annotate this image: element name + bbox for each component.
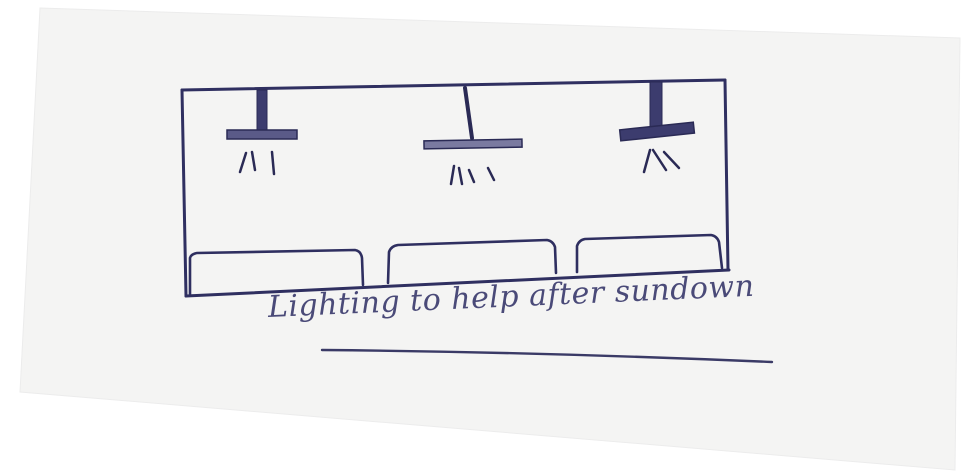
paper-sheet [20,8,960,470]
